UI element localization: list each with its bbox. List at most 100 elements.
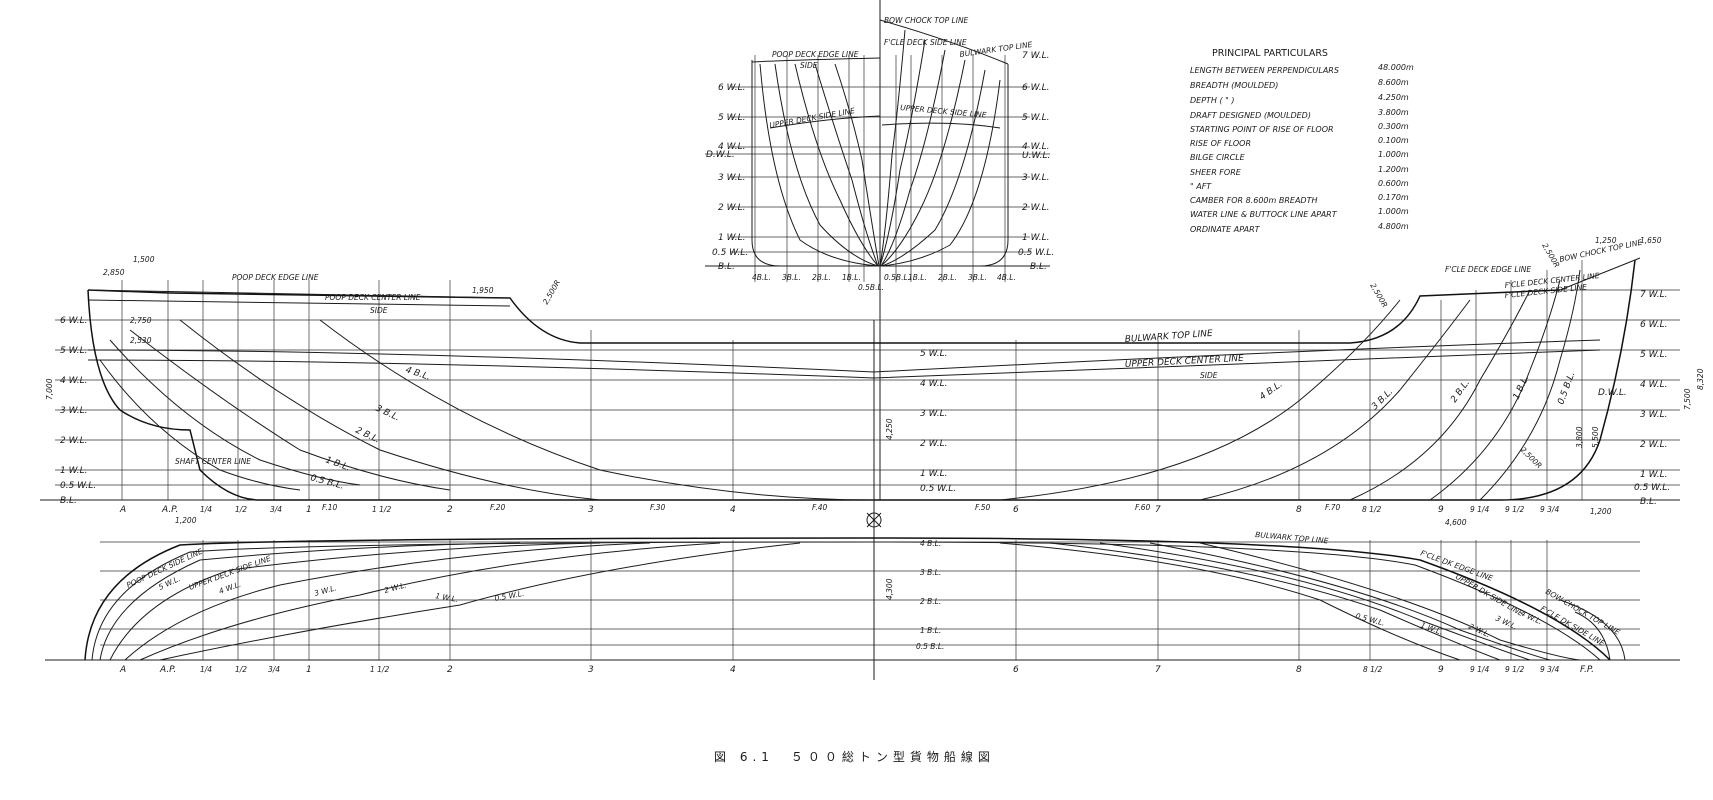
profile-dim: 2,500R [541,278,562,306]
bp-left-wl: B.L. [718,262,735,272]
pp-value: 0.170m [1378,193,1409,202]
profile-frame: F.20 [490,503,506,512]
hb-station: 6 [1013,665,1019,675]
profile-frame: F.50 [975,503,991,512]
profile-dim: 5,500 [1591,426,1600,448]
half-breadth-plan: 4 B.L. 3 B.L. 2 B.L. 1 B.L. 0.5 B.L. A A… [45,530,1680,680]
pp-row: DRAFT DESIGNED (MOULDED) 3.800m [1190,108,1409,120]
profile-left-wl: 6 W.L. [60,316,88,326]
bp-left-wl: D.W.L. [706,150,735,160]
pp-label: CAMBER FOR 8.600m BREADTH [1190,196,1317,205]
profile-frame: F.30 [650,503,666,512]
pp-label: BILGE CIRCLE [1190,153,1246,162]
profile-left-wl: 0.5 W.L. [60,481,96,491]
bp-bottom-bl: 3B.L. [968,273,987,282]
pp-row: ORDINATE APART 4.800m [1190,222,1409,234]
bp-right-wl: 1 W.L. [1022,233,1050,243]
pp-label: DEPTH ( " ) [1190,96,1235,105]
bulwark-top-line [87,289,1561,344]
pp-row: BILGE CIRCLE 1.000m [1190,150,1409,162]
profile-station: 3 [588,505,594,515]
pp-row: CAMBER FOR 8.600m BREADTH 0.170m [1190,193,1409,205]
profile-station: 8 [1296,505,1302,515]
bp-right-wl: 5 W.L. [1022,113,1050,123]
pp-value: 0.600m [1378,179,1409,188]
bp-left-wl: 4 W.L. [718,142,746,152]
profile-note: SHAFT CENTER LINE [175,457,251,466]
hb-bl-label: 4 B.L. [920,539,941,548]
upper-deck-side-line [87,349,1601,379]
profile-station: 1 1/2 [372,505,391,514]
profile-right-wl: 1 W.L. [1640,470,1668,480]
profile-frame: F.60 [1135,503,1151,512]
hb-bl-label: 2 B.L. [920,597,941,606]
profile-station: 1/4 [200,505,212,514]
profile-mid-wl: 4 W.L. [920,379,948,389]
pp-row: BREADTH (MOULDED) 8.600m [1190,78,1409,90]
hb-note: 5 W.L. [157,574,182,592]
profile-waterlines [40,289,1680,501]
profile-buttock-lines-fwd [999,269,1581,501]
pp-value: 1.000m [1378,150,1409,159]
pp-value: 4.800m [1378,222,1409,231]
profile-right-wl: 7 W.L. [1640,290,1668,300]
bp-note: POOP DECK EDGE LINE [772,50,859,59]
profile-note: SIDE [1200,371,1218,380]
half-breadth-grid [45,530,1680,680]
hb-station: 9 1/4 [1470,665,1489,674]
profile-dim: 8,320 [1696,368,1705,390]
hb-bl-label: 1 B.L. [920,626,941,635]
bp-right-wl: 3 W.L. [1022,173,1050,183]
hb-station: 1/4 [200,665,212,674]
midship-symbol-icon [866,512,882,528]
profile-station: 9 3/4 [1540,505,1559,514]
bp-right-wl: 4 W.L. [1022,142,1050,152]
profile-dim: 1,200 [175,516,197,525]
bow-chock-top-line [1559,257,1641,291]
hb-note: 2 W.L. [383,580,407,595]
profile-dim: 1,200 [1590,507,1612,516]
hb-station: 3/4 [268,665,280,674]
hb-station: 2 [447,665,453,675]
bp-bottom-bl: 1B.L. [908,273,927,282]
pp-row: SHEER FORE 1.200m [1190,165,1409,177]
profile-note: POOP DECK EDGE LINE [232,273,319,282]
pp-value: 4.250m [1378,93,1409,102]
profile-station: 1/2 [235,505,247,514]
hb-bl-label: 3 B.L. [920,568,941,577]
profile-left-wl: 3 W.L. [60,406,88,416]
profile-buttock-aft: 1 B.L. [324,455,351,473]
profile-mid-wl: 3 W.L. [920,409,948,419]
body-plan-grid [705,55,1050,282]
hb-station: 1 1/2 [370,665,389,674]
hb-note: 3 W.L. [313,583,337,598]
profile-right-wl: 4 W.L. [1640,380,1668,390]
profile-dim: 1,500 [133,255,155,264]
bulwark-top-line-half [84,537,1611,661]
hb-note: 4 W.L. [218,580,243,596]
profile-right-wl: 2 W.L. [1640,440,1668,450]
body-plan-sections-aft [751,57,881,267]
pp-label: STARTING POINT OF RISE OF FLOOR [1190,125,1334,134]
profile-station: 7 [1155,505,1161,515]
hb-station: 1 [306,665,312,675]
bp-right-wl: 6 W.L. [1022,83,1050,93]
bp-right-wl: 0.5 W.L. [1018,248,1054,258]
hb-station: 3 [588,665,594,675]
profile-left-wl: B.L. [60,496,77,506]
profile-station: 1 [306,505,312,515]
pp-label: DRAFT DESIGNED (MOULDED) [1190,111,1311,120]
profile-mid-wl: 1 W.L. [920,469,948,479]
profile-dim: 3,800 [1575,426,1584,448]
profile-buttock-fwd: 0.5 B.L. [1556,371,1577,406]
profile-dim: 2,850 [103,268,125,277]
profile-dim: 1,950 [472,286,494,295]
profile-note: POOP DECK CENTER LINE [325,293,421,302]
hb-station: A [119,665,126,675]
profile-buttock-fwd: 4 B.L. [1258,380,1285,403]
pp-value: 48.000m [1378,63,1414,72]
pp-value: 0.300m [1378,122,1409,131]
bp-note: BOW CHOCK TOP LINE [884,16,969,25]
profile-dim: 7,500 [1683,388,1692,410]
pp-label: WATER LINE & BUTTOCK LINE APART [1190,210,1338,219]
